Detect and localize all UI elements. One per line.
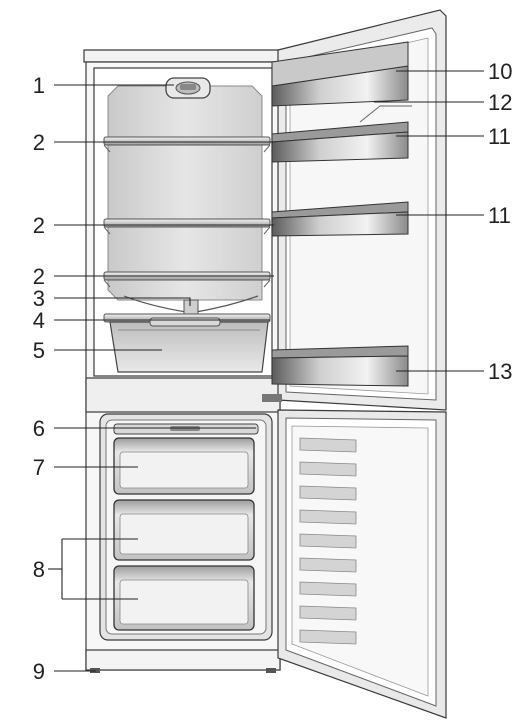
freezer-drawer-bottom	[113, 565, 255, 631]
freezer-door-vent-slot	[299, 629, 357, 645]
callout-6: 6	[33, 416, 45, 441]
freezer-door-vent-slot	[299, 533, 357, 549]
callout-labels: 1 2 2 2 3 4 5 6 7 8 9 10 12 11 11 13	[33, 59, 513, 684]
freezer-drawer-top	[113, 437, 255, 495]
door-shelf-upper	[271, 121, 409, 163]
freezer-door-vent-slot	[299, 581, 357, 597]
freezer-door-vents	[299, 437, 357, 645]
freezer-door-vent-slot	[299, 485, 357, 501]
egg-rack	[359, 105, 412, 123]
callout-3: 3	[33, 286, 45, 311]
callout-2: 2	[33, 213, 45, 238]
light-housing	[165, 77, 211, 99]
crisper-drawer	[109, 317, 269, 373]
callout-2: 2	[33, 264, 45, 289]
door-balcony-top	[271, 41, 409, 107]
callout-2: 2	[33, 130, 45, 155]
door-shelf-middle	[271, 201, 409, 237]
door-bottle-shelf	[271, 345, 409, 387]
callout-5: 5	[33, 338, 45, 363]
door-hinge	[262, 394, 282, 402]
compartment-divider	[85, 377, 281, 413]
foot-right	[266, 668, 276, 673]
callout-7: 7	[33, 455, 45, 480]
callout-9: 9	[33, 659, 45, 684]
callout-13: 13	[488, 359, 512, 384]
callout-1: 1	[33, 73, 45, 98]
leader-lines	[48, 70, 484, 672]
defrost-drain	[123, 295, 259, 315]
glass-shelf	[103, 136, 271, 153]
freezer-top-flap	[113, 423, 259, 435]
callout-10: 10	[488, 59, 512, 84]
freezer-door-vent-slot	[299, 437, 357, 453]
freezer-door-vent-slot	[299, 557, 357, 573]
freezer-door-vent-slot	[299, 509, 357, 525]
callout-11: 11	[488, 203, 511, 228]
cabinet-top	[83, 49, 283, 63]
freezer-drawer-middle	[113, 499, 255, 561]
callout-12: 12	[488, 90, 512, 115]
freezer-door-vent-slot	[299, 605, 357, 621]
callout-11: 11	[488, 124, 511, 149]
plinth	[85, 649, 281, 671]
freezer-door-vent-slot	[299, 461, 357, 477]
callout-4: 4	[33, 308, 45, 333]
callout-8: 8	[33, 557, 45, 582]
rear-wall-panel	[107, 85, 263, 301]
